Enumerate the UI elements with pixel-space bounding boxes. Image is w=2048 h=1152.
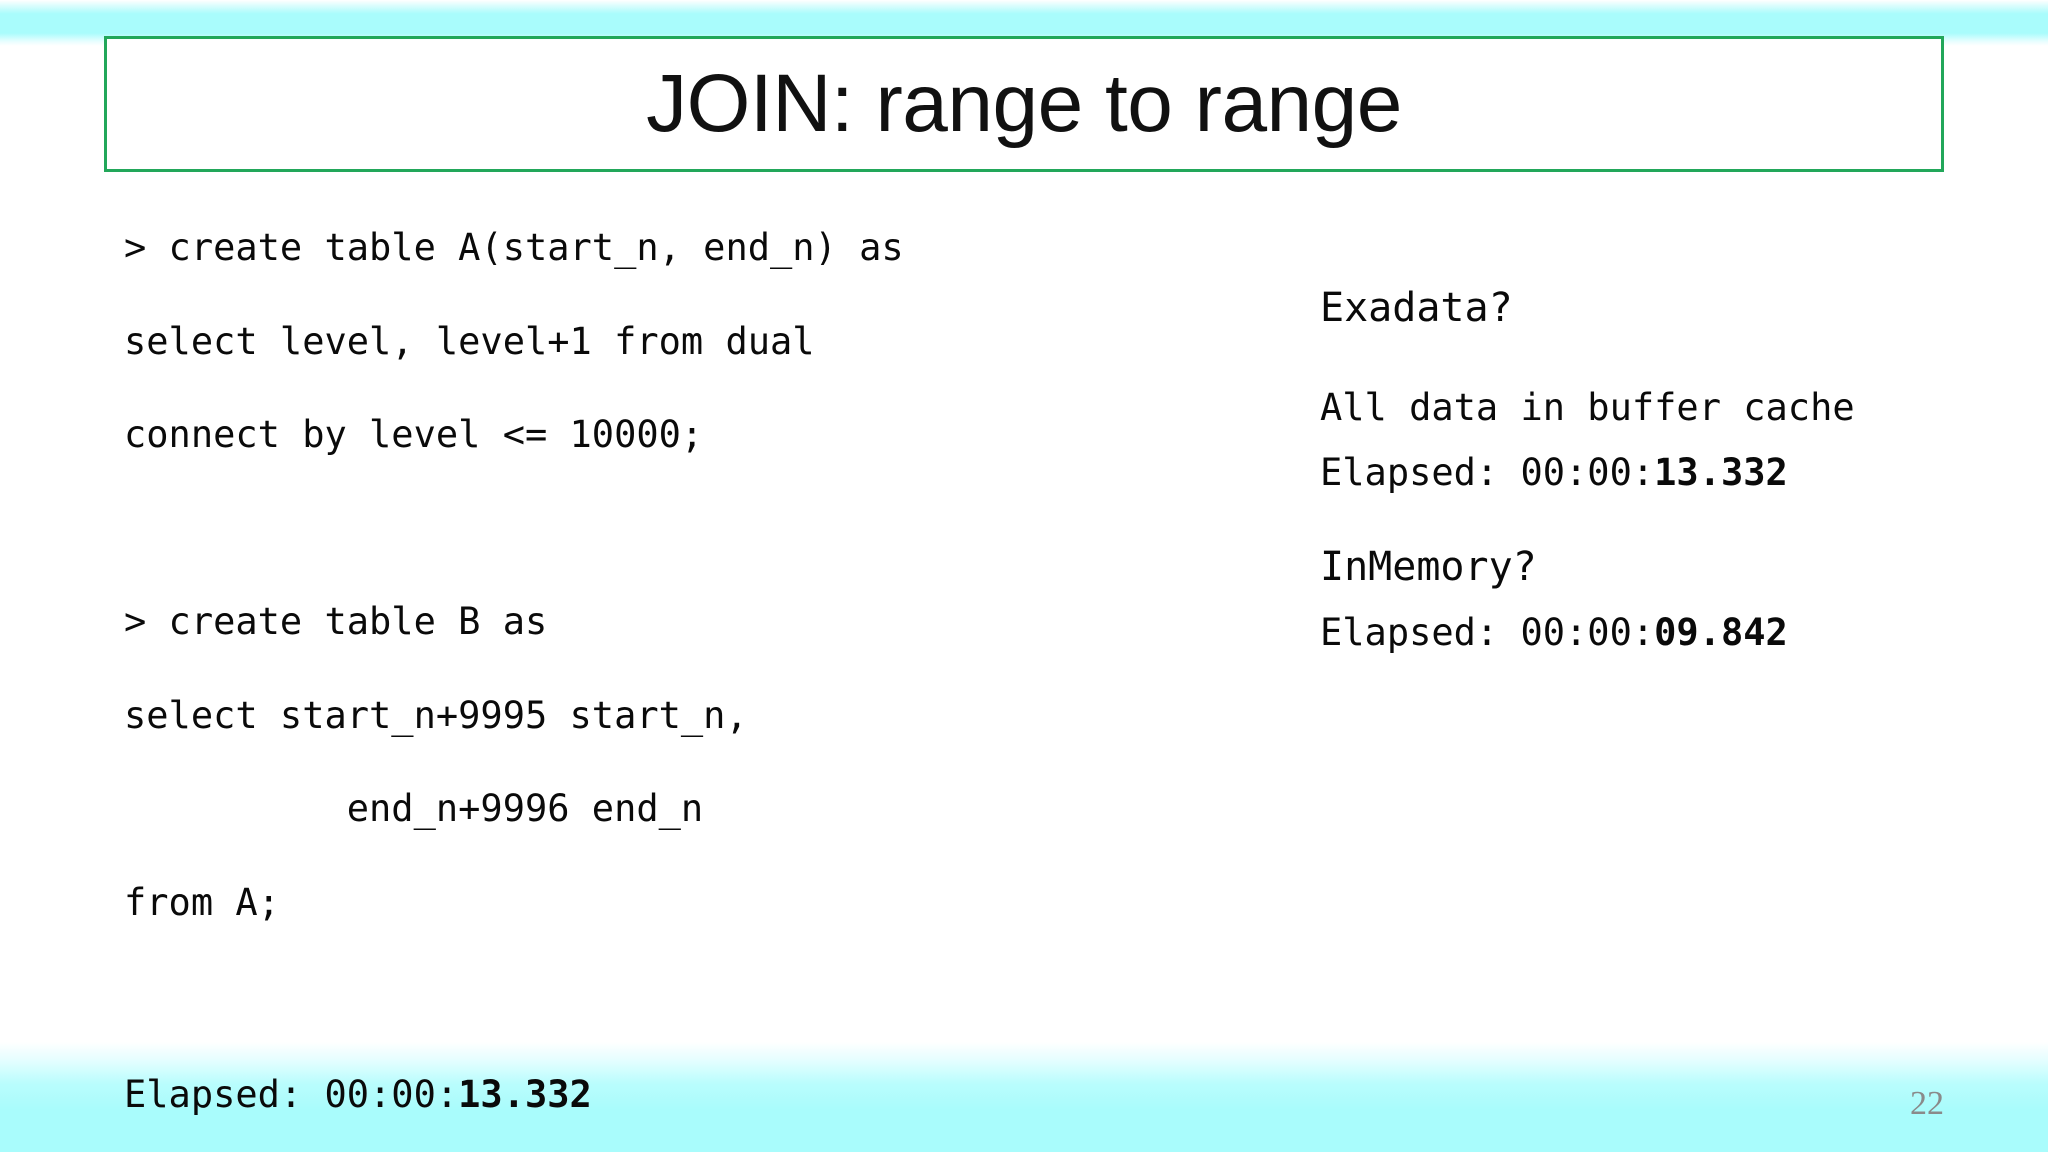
exadata-elapsed: Elapsed: 00:00:13.332 bbox=[1320, 450, 2000, 494]
spacer bbox=[1320, 330, 2000, 388]
code-line-blank bbox=[124, 968, 1254, 1024]
results-panel: Exadata? All data in buffer cache Elapse… bbox=[1320, 286, 2000, 654]
spacer bbox=[1320, 429, 2000, 453]
footer-elapsed-value: 13.332 bbox=[458, 1073, 592, 1116]
code-line: select level, level+1 from dual bbox=[124, 319, 815, 363]
exadata-elapsed-label: Elapsed: 00:00: bbox=[1320, 450, 1655, 494]
footer-elapsed-label: Elapsed: 00:00: bbox=[124, 1073, 459, 1116]
spacer bbox=[1320, 589, 2000, 613]
title-box: JOIN: range to range bbox=[104, 36, 1944, 172]
code-line: from A; bbox=[124, 880, 280, 924]
code-line: connect by level <= 10000; bbox=[124, 413, 704, 456]
code-line: > create table B as bbox=[124, 600, 548, 643]
code-line: > create table A(start_n, end_n) as bbox=[124, 226, 904, 269]
exadata-heading: Exadata? bbox=[1320, 285, 1513, 331]
exadata-elapsed-value: 13.332 bbox=[1654, 450, 1788, 494]
footer-elapsed: Elapsed: 00:00:13.332 bbox=[124, 1073, 592, 1116]
code-line: select start_n+9995 start_n, bbox=[124, 693, 748, 737]
page-title: JOIN: range to range bbox=[646, 58, 1402, 149]
inmemory-elapsed-label: Elapsed: 00:00: bbox=[1320, 611, 1655, 655]
page-number: 22 bbox=[1910, 1085, 1944, 1122]
code-line: end_n+9996 end_n bbox=[124, 787, 704, 830]
code-line-blank bbox=[124, 501, 1254, 557]
bottom-decorative-band bbox=[0, 1042, 2048, 1152]
inmemory-elapsed-value: 09.842 bbox=[1654, 611, 1788, 655]
exadata-note: All data in buffer cache bbox=[1320, 386, 1855, 429]
spacer bbox=[1320, 493, 2000, 545]
sql-code-block: > create table A(start_n, end_n) as sele… bbox=[124, 182, 1254, 1152]
inmemory-heading: InMemory? bbox=[1320, 544, 1537, 591]
inmemory-elapsed: Elapsed: 00:00:09.842 bbox=[1320, 613, 2000, 654]
